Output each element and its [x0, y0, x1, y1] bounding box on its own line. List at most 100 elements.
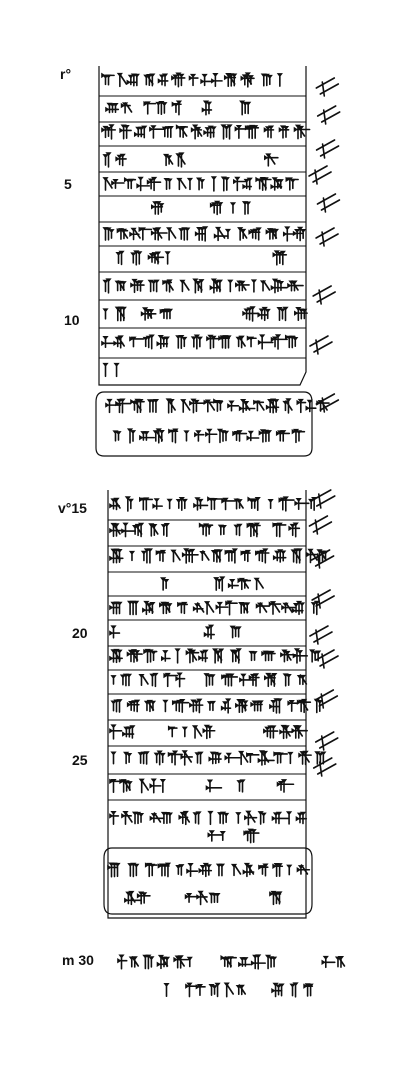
cuneiform-sign [102, 227, 115, 241]
cuneiform-sign [258, 863, 269, 877]
cuneiform-sign [138, 673, 149, 687]
cuneiform-sign [192, 278, 205, 294]
cuneiform-sign [130, 398, 145, 414]
cuneiform-sign [150, 227, 168, 241]
cuneiform-sign [105, 398, 122, 414]
cuneiform-sign [198, 649, 209, 663]
cuneiform-sign [173, 955, 191, 969]
cuneiform-sign [109, 625, 121, 639]
cuneiform-sign [123, 176, 137, 190]
cuneiform-sign [175, 672, 186, 688]
cuneiform-sign [120, 102, 133, 114]
cuneiform-sign [240, 549, 251, 563]
cuneiform-sign [281, 602, 296, 614]
cuneiform-sign [241, 201, 252, 215]
cuneiform-sign [164, 251, 171, 265]
cuneiform-sign [136, 891, 151, 905]
cuneiform-sign [206, 700, 217, 712]
cuneiform-sign [246, 522, 261, 538]
cuneiform-sign [221, 497, 236, 511]
cuneiform-sign [292, 226, 307, 242]
cuneiform-signs [101, 72, 346, 998]
cuneiform-sign [294, 497, 310, 511]
cuneiform-sign [243, 828, 260, 844]
reverse-outline [107, 490, 307, 919]
cuneiform-sign [159, 601, 173, 615]
cuneiform-sign [278, 496, 295, 512]
cuneiform-sign [220, 698, 232, 714]
cuneiform-sign [119, 673, 133, 687]
cuneiform-sign [244, 124, 260, 140]
cuneiform-sign [276, 73, 283, 87]
margin-label: m 30 [62, 952, 94, 968]
cuneiform-sign [186, 956, 193, 968]
cuneiform-sign [194, 430, 205, 442]
cuneiform-sign [193, 497, 209, 511]
cuneiform-sign [112, 430, 122, 442]
cuneiform-sign [263, 672, 278, 688]
cuneiform-sign [114, 280, 127, 292]
cuneiform-sign [276, 306, 289, 322]
cuneiform-sign [295, 811, 308, 825]
cuneiform-sign [238, 602, 251, 614]
cuneiform-sign [296, 864, 311, 875]
cuneiform-sign [186, 862, 199, 878]
cuneiform-sign [166, 227, 177, 241]
cuneiform-sign [296, 398, 307, 414]
cuneiform-sign [303, 983, 314, 997]
cuneiform-sign [195, 983, 206, 997]
cuneiform-sign [242, 177, 253, 191]
cuneiform-sign [143, 699, 157, 713]
cuneiform-sign [253, 399, 265, 412]
cuneiform-sign [227, 579, 239, 589]
cuneiform-sign [208, 982, 221, 998]
cuneiform-sign [271, 982, 285, 998]
cuneiform-sign [142, 600, 156, 616]
cuneiform-sign [289, 982, 299, 998]
cuneiform-sign [109, 811, 120, 825]
cuneiform-sign [272, 250, 288, 266]
cuneiform-sign [113, 362, 120, 378]
cuneiform-sign [235, 698, 249, 714]
cuneiform-sign [147, 251, 165, 265]
cuneiform-sign [150, 201, 165, 215]
cuneiform-sign [115, 250, 125, 266]
cuneiform-sign [267, 499, 274, 509]
cuneiform-sign [287, 280, 304, 292]
cuneiform-sign [275, 430, 291, 442]
cuneiform-sign [126, 73, 140, 87]
cuneiform-sign [177, 601, 188, 615]
cuneiform-sign [270, 278, 288, 294]
cuneiform-sign [149, 812, 165, 823]
cuneiform-sign [133, 125, 148, 139]
cuneiform-sign [146, 176, 162, 192]
cuneiform-sign [270, 177, 284, 191]
cuneiform-sign [239, 100, 252, 116]
cuneiform-sign [138, 226, 153, 241]
cuneiform-sign [167, 750, 183, 766]
cuneiform-sign [130, 250, 143, 266]
cuneiform-sign [291, 600, 306, 616]
cuneiform-sign [144, 862, 158, 878]
cuneiform-sign [142, 334, 155, 350]
cuneiform-sign [236, 779, 246, 793]
cuneiform-sign [116, 72, 128, 88]
cuneiform-sign [200, 73, 214, 87]
cuneiform-sign [305, 399, 317, 413]
cuneiform-sign [290, 548, 303, 564]
cuneiform-sign [247, 496, 261, 511]
cuneiform-sign [287, 751, 294, 765]
cuneiform-sign [232, 430, 248, 442]
cuneiform-sign [248, 650, 258, 662]
cuneiform-sign [130, 278, 145, 294]
cuneiform-sign [224, 752, 241, 764]
cuneiform-sign [288, 522, 301, 538]
cuneiform-sign [209, 278, 224, 294]
cuneiform-sign [235, 812, 242, 824]
cuneiform-sign [180, 399, 191, 413]
cuneiform-sign [189, 698, 204, 714]
cuneiform-sign [185, 648, 200, 664]
cuneiform-sign [126, 428, 137, 444]
cuneiform-sign [157, 862, 172, 878]
cuneiform-sign [109, 497, 121, 511]
